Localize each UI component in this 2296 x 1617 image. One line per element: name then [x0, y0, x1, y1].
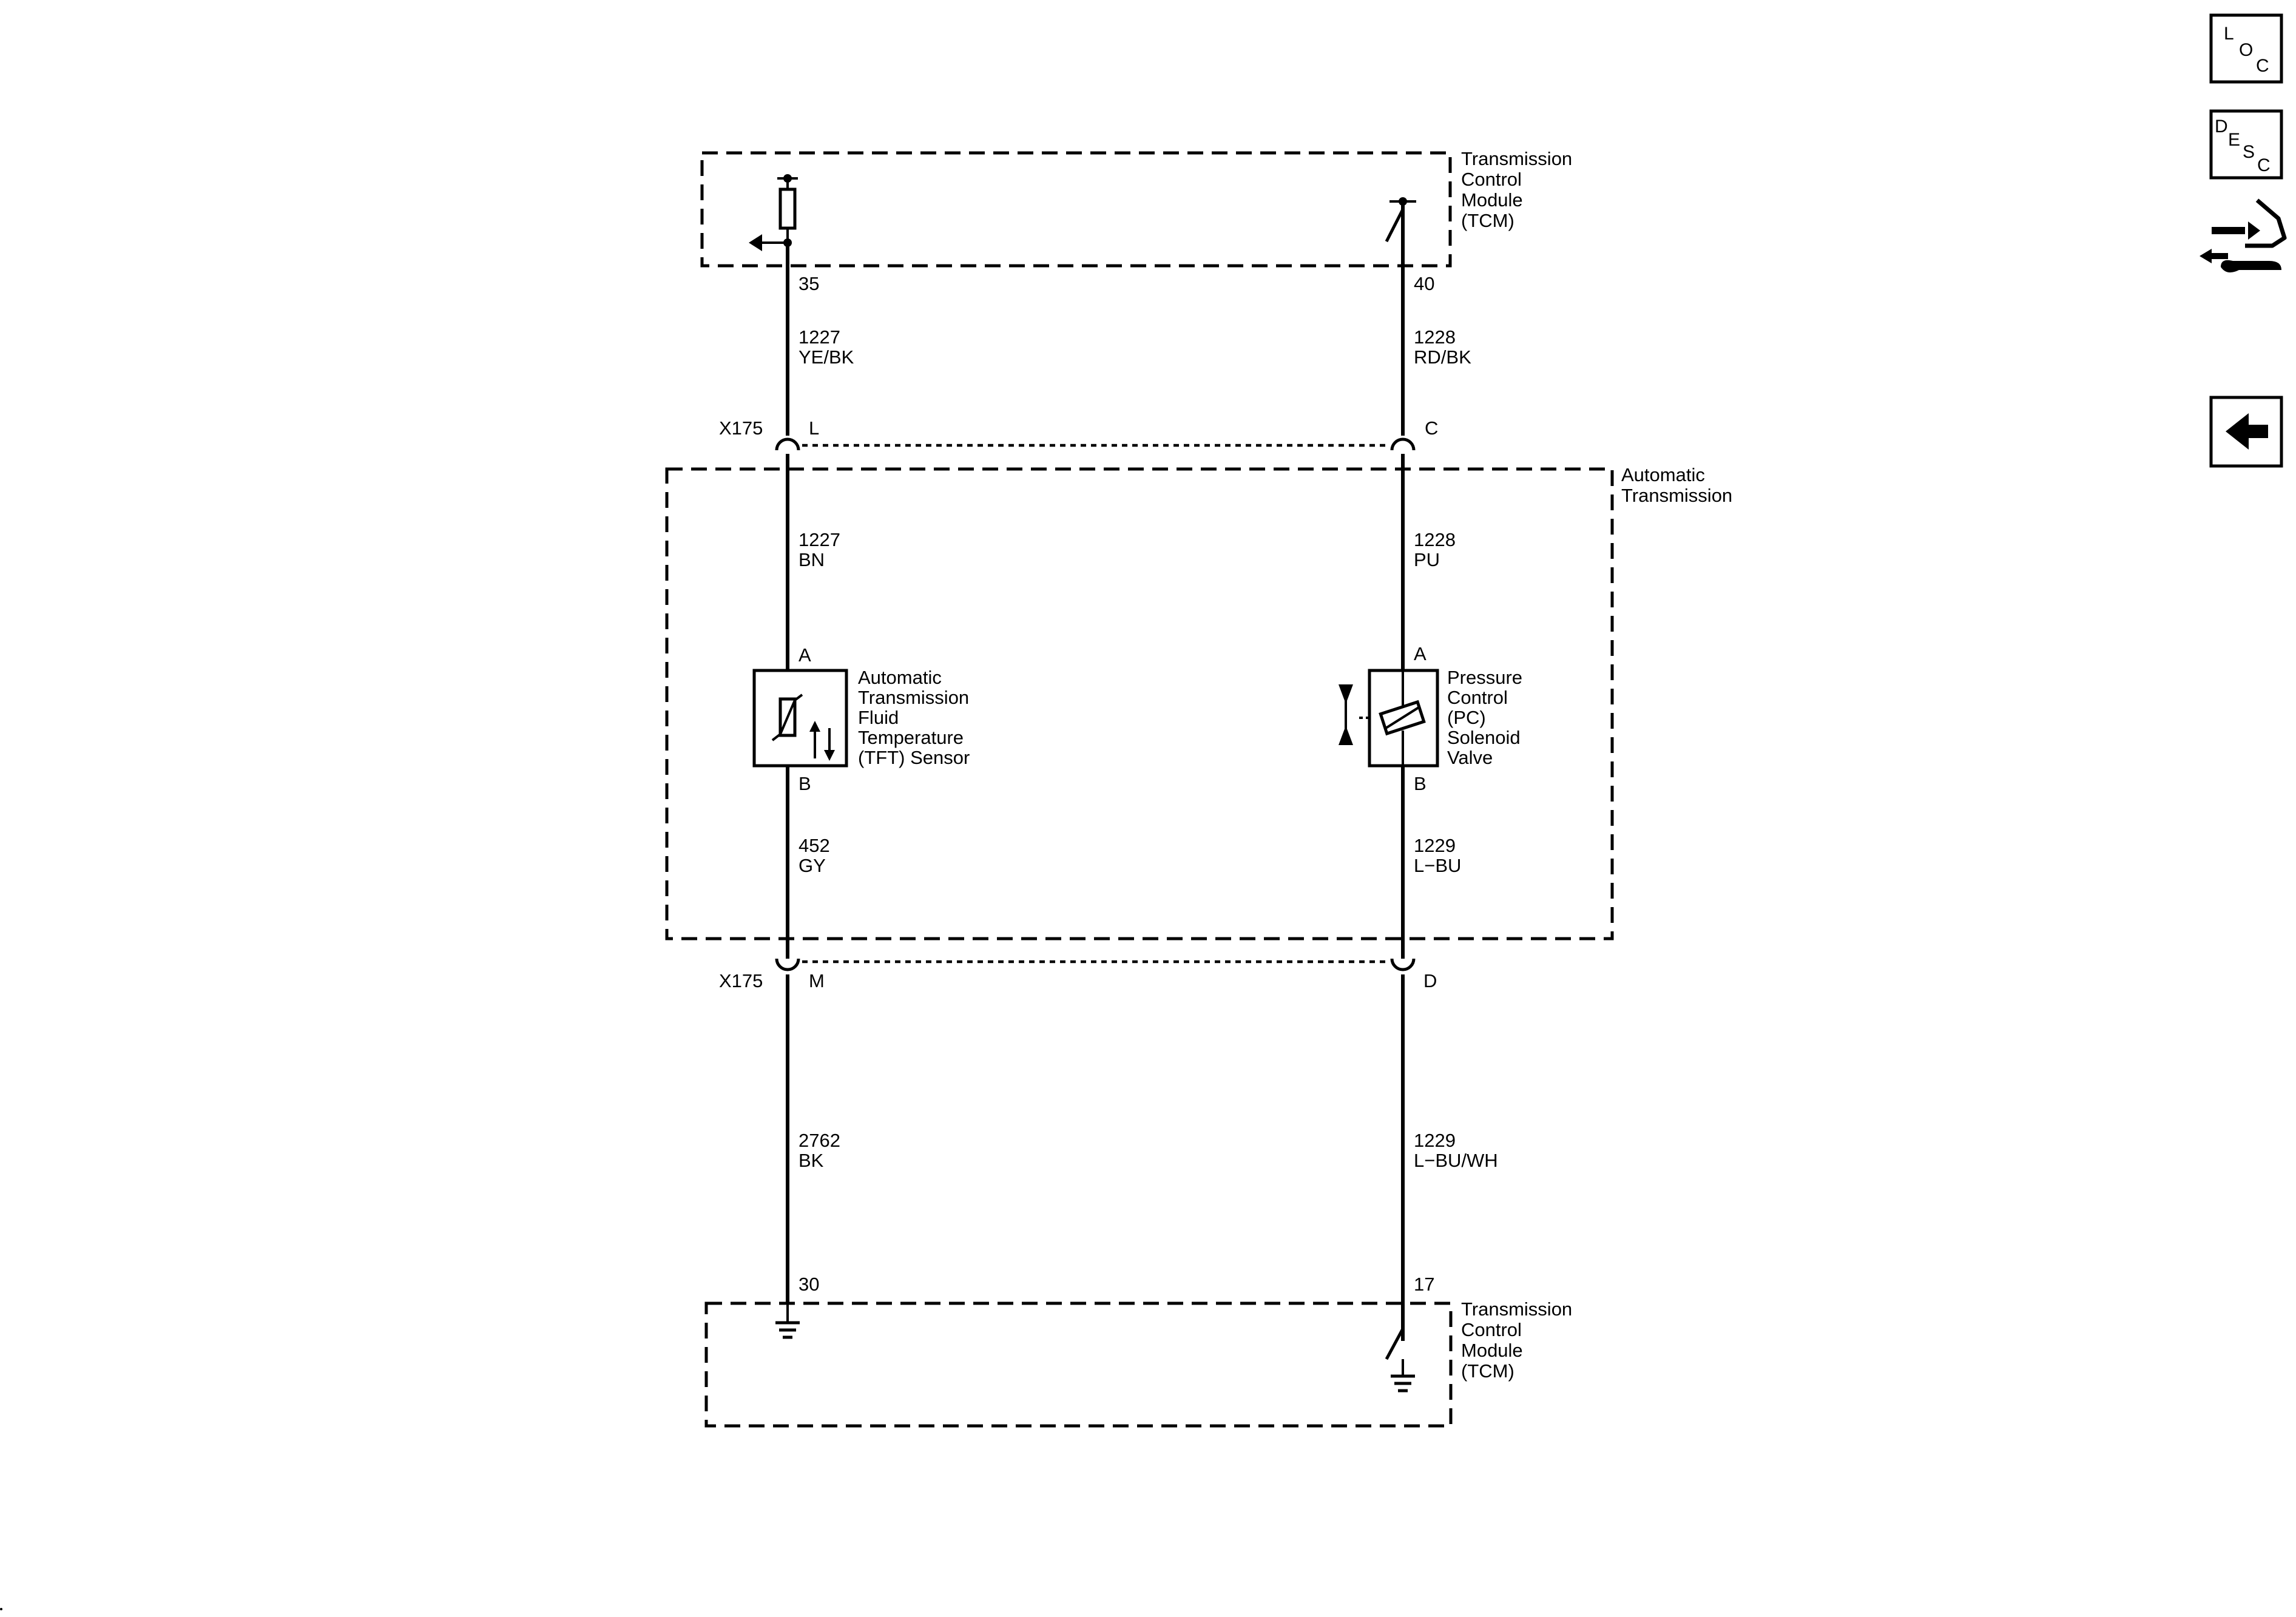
pin-35: 35: [799, 273, 819, 294]
connector-female-icon: [775, 958, 800, 971]
auto-trans-label-2: Transmission: [1621, 485, 1732, 506]
desc-letter-e: E: [2228, 130, 2240, 150]
wire-2762-color: BK: [799, 1150, 824, 1171]
wire-1227-circuit: 1227: [799, 326, 840, 348]
wire-452-color: GY: [799, 855, 826, 876]
tcm-low-side-switch-icon: [1385, 1328, 1415, 1393]
wire-1228-pu-color: PU: [1414, 549, 1440, 570]
wire-2762-circuit: 2762: [799, 1130, 840, 1151]
tft-label-5: (TFT) Sensor: [858, 747, 970, 768]
tcm-bottom-label-1: Transmission: [1461, 1298, 1572, 1320]
tcm-high-side-switch-icon: [1385, 197, 1416, 243]
auto-trans-label-1: Automatic: [1621, 464, 1705, 485]
tcm-bottom-label-2: Control: [1461, 1319, 1522, 1340]
bidirectional-arrow-icon: [809, 721, 835, 761]
wire-1227-color: YE/BK: [799, 346, 854, 368]
pc-label-4: Solenoid: [1447, 727, 1521, 748]
connector-pin-d: D: [1423, 970, 1437, 991]
desc-letter-d: D: [2215, 116, 2228, 137]
pin-17: 17: [1414, 1274, 1434, 1295]
tcm-top-label-2: Control: [1461, 169, 1522, 190]
connector-repair-icon: [2200, 198, 2287, 272]
pc-label-1: Pressure: [1447, 667, 1522, 688]
tcm-top-label-3: Module: [1461, 189, 1523, 211]
loc-icon: L O C: [2224, 24, 2269, 76]
connector-female-icon: [1390, 958, 1416, 971]
ground-icon: [775, 1305, 800, 1339]
desc-letter-c: C: [2257, 155, 2271, 175]
tft-label-2: Transmission: [858, 687, 969, 708]
corner-mark: [0, 1608, 2, 1610]
tcm-top-label-4: (TCM): [1461, 210, 1514, 231]
desc-icon: D E S C: [2215, 116, 2271, 175]
tcm-pullup-resistor-icon: [749, 174, 798, 251]
connector-pin-c: C: [1425, 417, 1438, 439]
desc-button[interactable]: D E S C: [2209, 109, 2283, 180]
connector-pin-l: L: [809, 417, 819, 439]
loc-letter-l: L: [2224, 24, 2234, 44]
tft-pin-b: B: [799, 773, 811, 794]
tcm-bottom-label-3: Module: [1461, 1340, 1523, 1361]
tcm-top-label-1: Transmission: [1461, 148, 1572, 169]
pc-pin-a: A: [1414, 643, 1427, 664]
connector-female-icon: [775, 437, 800, 451]
connector-x175-lower: X175: [719, 970, 763, 991]
pc-pin-b: B: [1414, 773, 1427, 794]
tft-sensor-box: [752, 669, 848, 768]
wire-1227-bn-color: BN: [799, 549, 825, 570]
wire-1229-bottom-circuit: 1229: [1414, 1130, 1456, 1151]
loc-letter-o: O: [2239, 40, 2253, 60]
wire-1228-circuit: 1228: [1414, 326, 1456, 348]
tft-pin-a: A: [799, 644, 811, 666]
loc-letter-c: C: [2256, 56, 2269, 76]
connector-female-icon: [1390, 437, 1416, 451]
wire-452-circuit: 452: [799, 835, 830, 856]
tcm-bottom-box: [704, 1301, 1453, 1428]
thermistor-icon: [771, 694, 803, 741]
connector-repair-button[interactable]: [2200, 197, 2287, 285]
connector-x175-upper: X175: [719, 417, 763, 439]
tcm-top-box: [700, 151, 1452, 268]
pc-label-5: Valve: [1447, 747, 1493, 768]
wire-1229-bottom-color: L−BU/WH: [1414, 1150, 1498, 1171]
tcm-bottom-label-4: (TCM): [1461, 1360, 1514, 1382]
wire-1228-color: RD/BK: [1414, 346, 1471, 368]
pc-label-3: (PC): [1447, 707, 1486, 728]
connector-pin-m: M: [809, 970, 825, 991]
back-arrow-icon: [2226, 413, 2268, 450]
loc-button[interactable]: L O C: [2209, 13, 2283, 84]
back-button[interactable]: [2209, 396, 2283, 468]
wire-1227-bn-circuit: 1227: [799, 529, 840, 550]
wire-1228-pu-circuit: 1228: [1414, 529, 1456, 550]
wire-1229-color: L−BU: [1414, 855, 1461, 876]
pin-30: 30: [799, 1274, 819, 1295]
tft-label-3: Fluid: [858, 707, 899, 728]
pin-40: 40: [1414, 273, 1434, 294]
tft-label-4: Temperature: [858, 727, 964, 748]
valve-actuator-icon: [1339, 684, 1373, 745]
solenoid-coil-icon: [1379, 670, 1426, 766]
automatic-transmission-box: [665, 467, 1614, 940]
pc-label-2: Control: [1447, 687, 1508, 708]
desc-letter-s: S: [2243, 142, 2255, 162]
tft-label-1: Automatic: [858, 667, 942, 688]
wire-1229-circuit: 1229: [1414, 835, 1456, 856]
